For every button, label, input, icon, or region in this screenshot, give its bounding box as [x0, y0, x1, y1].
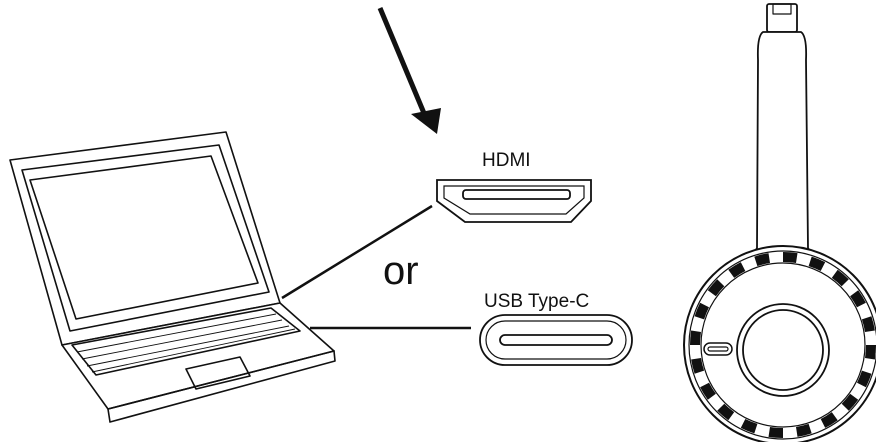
puck-ring-segment: [865, 345, 876, 360]
puck-ring-segment: [728, 262, 746, 278]
laptop-icon: [9, 131, 336, 423]
puck-ring-segment: [768, 427, 783, 439]
puck-ring-segment: [740, 419, 758, 434]
puck-ring-segment: [796, 423, 812, 437]
puck-ring-segment: [857, 370, 872, 388]
puck-ring-segment: [841, 393, 859, 411]
usb-c-port-icon: [479, 314, 633, 366]
connection-lines: [281, 204, 471, 330]
puck-ring-segment: [691, 358, 705, 374]
puck-ring-segment: [694, 302, 709, 320]
puck-ring-segment: [831, 269, 849, 287]
puck-ring-segment: [700, 382, 716, 400]
puck-ring-segment: [717, 403, 735, 421]
dongle-icon: [683, 3, 876, 442]
pointer-arrow: [377, 7, 441, 134]
puck-ring-segment: [754, 253, 770, 267]
puck-ring-segments: [689, 251, 876, 439]
puck-ring-segment: [808, 256, 826, 271]
hdmi-port-icon: [436, 179, 592, 223]
puck-ring-segment: [820, 412, 838, 428]
puck-ring-segment: [707, 279, 725, 297]
or-label: or: [383, 249, 419, 293]
usb-type-c-label: USB Type-C: [484, 291, 589, 312]
puck-ring-segment: [689, 330, 701, 345]
puck-ring-segment: [783, 251, 798, 263]
puck-ring-segment: [850, 290, 866, 308]
puck-ring-segment: [861, 316, 875, 332]
hdmi-label: HDMI: [482, 150, 531, 171]
